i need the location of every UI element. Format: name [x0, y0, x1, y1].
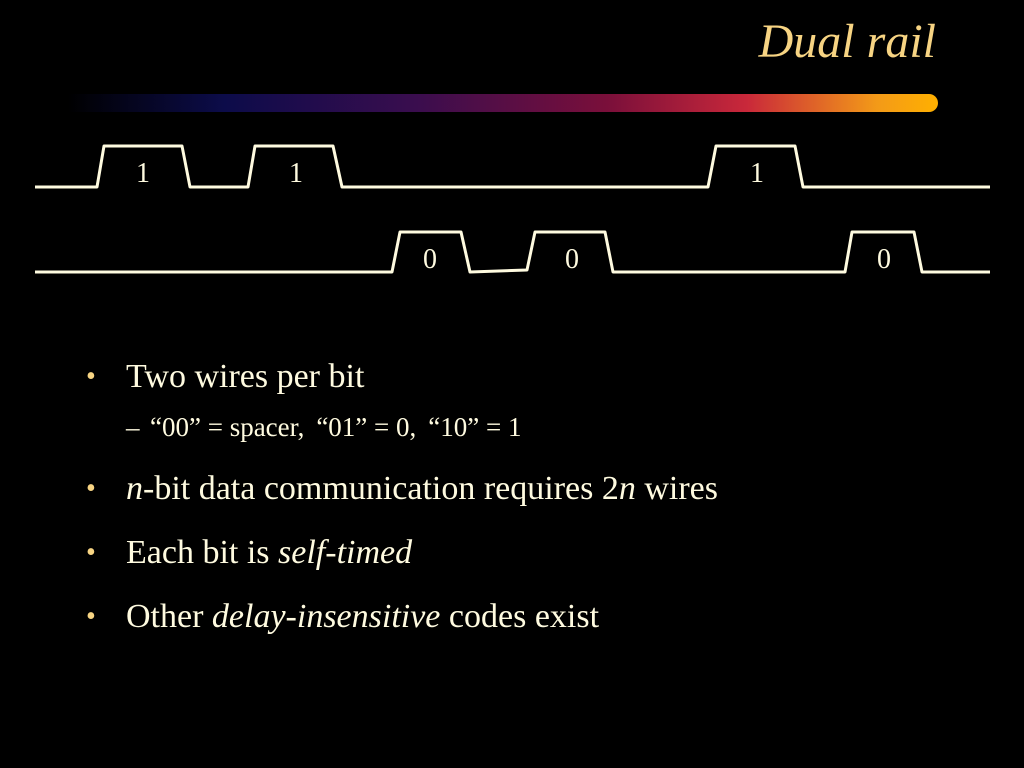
rail-1-waveform: [35, 144, 990, 189]
bullet-list: • Two wires per bit – “00” = spacer,“01”…: [86, 354, 986, 658]
bullet-dot-icon: •: [86, 361, 96, 392]
slide-title: Dual rail: [758, 15, 936, 68]
title-gradient-bar: [68, 94, 938, 112]
dash-icon: –: [126, 412, 140, 442]
rail-1-pulse-label-2: 1: [289, 158, 303, 189]
rail-0-pulse-label-1: 0: [423, 244, 437, 275]
sub-bullet-encoding: – “00” = spacer,“01” = 0,“10” = 1: [126, 412, 522, 442]
bullet-dot-icon: •: [86, 601, 96, 632]
bullet-self-timed: • Each bit is self-timed: [86, 530, 986, 576]
bullet-n-bit: • n-bit data communication requires 2n w…: [86, 466, 986, 512]
rail-0-waveform: [35, 230, 990, 274]
rail-1-pulse-label-3: 1: [750, 158, 764, 189]
bullet-two-wires: • Two wires per bit: [86, 354, 986, 400]
bullet-dot-icon: •: [86, 537, 96, 568]
rail-0-pulse-label-3: 0: [877, 244, 891, 275]
dual-rail-waveform-diagram: 1 1 1 0 0 0: [35, 144, 990, 275]
rail-1-pulse-label-1: 1: [136, 158, 150, 189]
bullet-dot-icon: •: [86, 473, 96, 504]
rail-0-pulse-label-2: 0: [565, 244, 579, 275]
bullet-delay-insensitive: • Other delay-insensitive codes exist: [86, 594, 986, 640]
